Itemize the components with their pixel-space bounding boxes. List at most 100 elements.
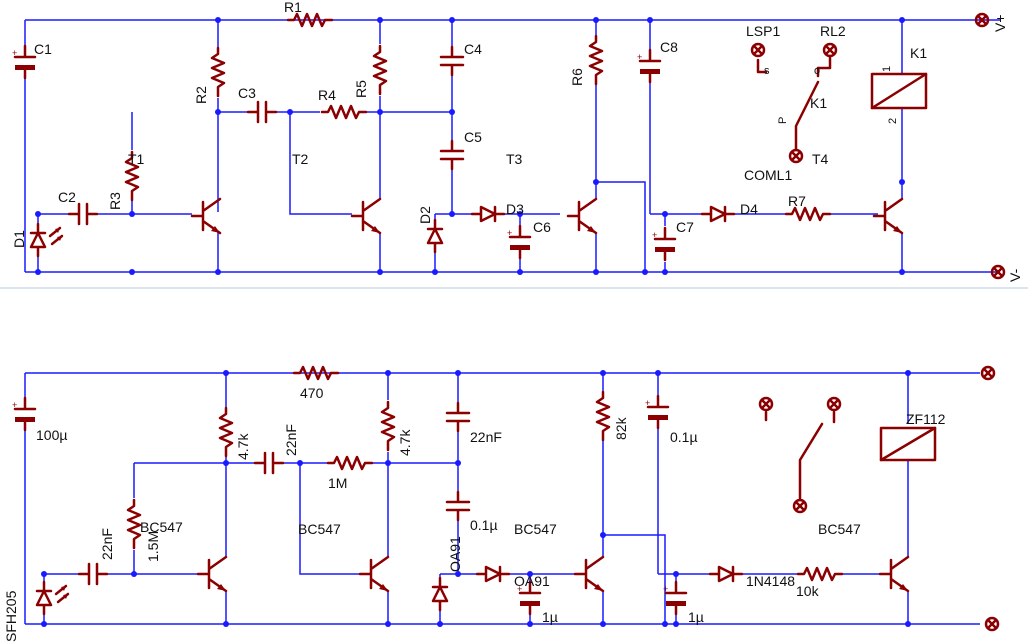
label-oa91-horizontal: OA91: [514, 573, 550, 589]
terminal-bottom-minus[interactable]: [984, 616, 1000, 632]
label-zf112: ZF112: [906, 411, 946, 427]
label-lsp1: LSP1: [746, 23, 780, 39]
resistor-r1: [286, 12, 334, 28]
label-10k: 10k: [796, 583, 820, 599]
label-c5: C5: [464, 129, 482, 145]
label-4k7-right: 4.7k: [397, 429, 413, 456]
label-pin-p: P: [777, 117, 789, 124]
resistor-1m: [326, 455, 374, 471]
top-junction-dots: [35, 17, 905, 275]
label-k1-switch: K1: [810, 95, 827, 111]
label-0u1-mid: 0.1µ: [470, 517, 498, 533]
label-100u: 100µ: [36, 427, 67, 443]
capacitor-c2: [67, 202, 99, 226]
transistor-bc547-4: [878, 555, 910, 593]
diode-d3: [470, 205, 506, 223]
diode-oa91-vertical: [431, 576, 449, 612]
capacitor-c3: [246, 100, 278, 124]
label-82k: 82k: [613, 416, 629, 440]
label-pin-2: 2: [887, 118, 899, 124]
capacitor-22nf-input: [77, 562, 109, 586]
resistor-1m5: [126, 498, 142, 550]
transistor-bc547-2: [358, 555, 390, 593]
label-c2: C2: [58, 189, 76, 205]
label-r2: R2: [193, 86, 209, 104]
resistor-470: [292, 365, 340, 381]
label-t4: T4: [812, 151, 829, 167]
label-d3: D3: [506, 201, 524, 217]
resistor-r2: [210, 46, 226, 98]
terminal-rl2[interactable]: [822, 42, 838, 58]
capacitor-c6: [505, 224, 532, 260]
label-c1: C1: [34, 41, 52, 57]
capacitor-0u1-top: [643, 394, 670, 430]
label-bc547-1: BC547: [140, 519, 183, 535]
label-4k7-left: 4.7k: [235, 433, 251, 460]
resistor-r5: [372, 44, 388, 96]
transistor-bc547-3: [573, 555, 605, 593]
label-vplus: V+: [992, 14, 1008, 32]
diode-1n4148: [708, 565, 744, 583]
photodiode-sfh205: [35, 580, 70, 616]
label-d2: D2: [417, 206, 433, 224]
diode-d4: [700, 205, 736, 223]
capacitor-100u: [10, 396, 37, 432]
label-c6: C6: [533, 219, 551, 235]
capacitor-c7: [650, 226, 677, 262]
capacitor-22nf-coupling: [253, 451, 285, 475]
bottom-labels: 470 4.7k 1.5M 1M 4.7k 82k 10k 100µ 22nF …: [3, 385, 946, 642]
capacitor-0u1-mid: [445, 490, 471, 522]
terminal-coml1[interactable]: [788, 148, 804, 164]
label-c7: C7: [676, 219, 694, 235]
terminal-lsp1[interactable]: [750, 42, 766, 58]
terminal-switch-common[interactable]: [792, 498, 808, 514]
label-22nf-top: 22nF: [470, 429, 502, 445]
relay-coil-zf112: [879, 426, 937, 462]
top-labels: R1 R2 R3 R4 R5 R6 R7 C1 C2 C3 C4 C5 C6 C…: [11, 0, 1023, 282]
terminal-switch-left[interactable]: [758, 396, 774, 412]
capacitor-c4: [439, 45, 465, 77]
label-470: 470: [300, 385, 324, 401]
label-0u1-top: 0.1µ: [670, 429, 698, 445]
bottom-wires: [24, 372, 980, 625]
transistor-t1: [190, 197, 222, 235]
transistor-bc547-1: [196, 555, 228, 593]
resistor-r7: [784, 206, 832, 222]
label-bc547-2: BC547: [298, 521, 341, 537]
label-pin-o: o: [814, 65, 820, 77]
label-1n4148: 1N4148: [746, 573, 795, 589]
resistor-r4: [320, 104, 368, 120]
label-pin-s: s: [764, 65, 770, 77]
label-sfh205: SFH205: [3, 590, 19, 642]
resistor-4k7-left: [218, 406, 234, 458]
label-22nf-coupling: 22nF: [283, 424, 299, 456]
terminal-switch-right[interactable]: [826, 396, 842, 412]
transistor-t2: [350, 197, 382, 235]
resistor-82k: [595, 390, 611, 442]
bottom-junction-dots: [41, 370, 911, 627]
capacitor-c1: [10, 44, 37, 80]
resistor-10k: [796, 566, 844, 582]
label-r6: R6: [569, 68, 585, 86]
label-1u-right: 1µ: [688, 609, 704, 625]
photodiode-d1: [29, 222, 64, 258]
transistor-t4: [872, 197, 904, 235]
label-r3: R3: [107, 192, 123, 210]
diode-oa91-horizontal: [475, 565, 511, 583]
label-1u-left: 1µ: [542, 609, 558, 625]
label-c8: C8: [660, 39, 678, 55]
label-oa91-vertical: OA91: [447, 536, 463, 572]
terminal-bottom-plus[interactable]: [980, 365, 996, 381]
bottom-schematic: 470 4.7k 1.5M 1M 4.7k 82k 10k 100µ 22nF …: [3, 365, 1000, 642]
label-1m5: 1.5M: [145, 531, 161, 562]
label-22nf-input: 22nF: [99, 528, 115, 560]
label-t2: T2: [292, 151, 309, 167]
resistor-r6: [588, 34, 604, 86]
top-wires: [24, 19, 1000, 273]
label-k1-coil: K1: [910, 45, 927, 61]
label-r7: R7: [788, 193, 806, 209]
capacitor-c8: [635, 48, 662, 84]
label-d4: D4: [740, 201, 758, 217]
label-bc547-4: BC547: [818, 521, 861, 537]
